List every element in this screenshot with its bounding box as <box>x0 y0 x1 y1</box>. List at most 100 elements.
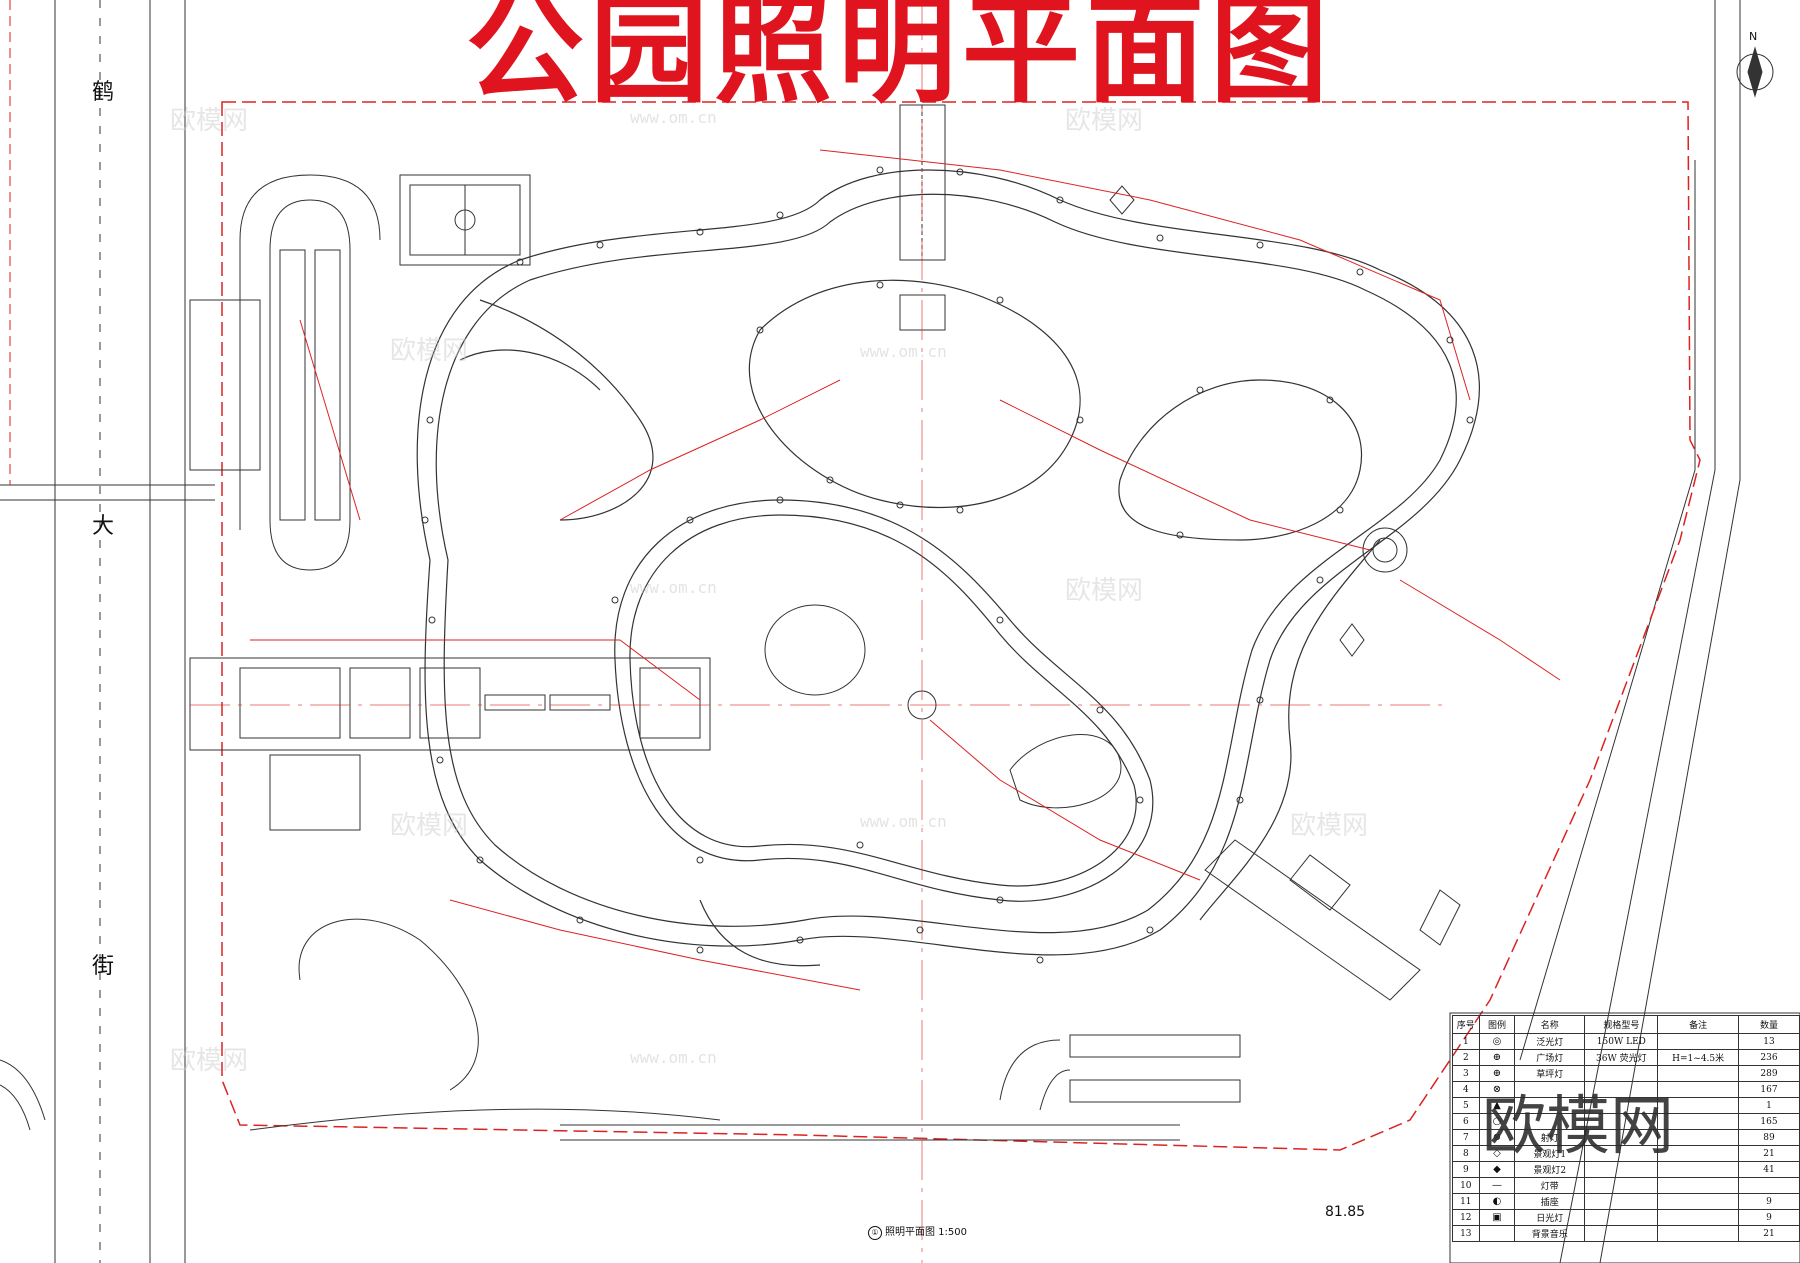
page-title: 公园照明平面图 <box>465 0 1334 119</box>
scale-caption-text: 照明平面图 1:500 <box>885 1227 967 1238</box>
legend-note <box>1657 1177 1739 1194</box>
legend-name: 灯带 <box>1514 1177 1586 1194</box>
legend-name: 背景音乐 <box>1514 1225 1586 1242</box>
legend-row: 6○165 <box>1452 1113 1800 1130</box>
scale-caption-number: ① <box>868 1226 882 1240</box>
left-street <box>0 0 215 1263</box>
legend-row: 11◐插座 9 <box>1452 1193 1800 1210</box>
legend-no: 6 <box>1452 1113 1480 1130</box>
legend-name: 日光灯 <box>1514 1209 1586 1226</box>
watermark: 欧模网 <box>170 106 249 136</box>
legend-header-name: 名称 <box>1514 1015 1586 1034</box>
legend-no: 11 <box>1452 1193 1480 1210</box>
legend-no: 5 <box>1452 1097 1480 1114</box>
legend-no: 2 <box>1452 1049 1480 1066</box>
legend-no: 3 <box>1452 1065 1480 1082</box>
watermark: 欧模网 <box>1065 106 1144 136</box>
street-label-1: 鹤 <box>92 80 115 105</box>
legend-no: 8 <box>1452 1145 1480 1162</box>
legend-symbol-icon: ▣ <box>1478 1209 1516 1226</box>
legend-qty: 9 <box>1737 1193 1800 1210</box>
legend-qty: 13 <box>1737 1033 1800 1050</box>
parking-lot-left <box>189 174 381 571</box>
legend-row: 10—灯带 <box>1452 1177 1800 1194</box>
legend-spec <box>1584 1225 1659 1242</box>
legend-name: 泛光灯 <box>1514 1033 1586 1050</box>
legend-qty: 165 <box>1737 1113 1800 1130</box>
legend-header-note: 备注 <box>1657 1015 1739 1034</box>
brand-watermark: 欧模网 <box>1482 1090 1674 1164</box>
legend-note <box>1657 1193 1739 1210</box>
legend-header-symbol: 图例 <box>1478 1015 1516 1034</box>
legend-qty: 1 <box>1737 1097 1800 1114</box>
legend-no: 13 <box>1452 1225 1480 1242</box>
basketball-court <box>399 174 531 266</box>
legend-no: 1 <box>1452 1033 1480 1050</box>
legend-symbol-icon: — <box>1478 1177 1516 1194</box>
watermark-url: www.om.cn <box>630 108 717 127</box>
legend-spec: 150W LED <box>1584 1033 1659 1050</box>
elevation-label: 81.85 <box>1325 1204 1366 1220</box>
legend-qty: 236 <box>1737 1049 1800 1066</box>
north-label: N <box>1749 30 1758 43</box>
legend-qty: 289 <box>1737 1065 1800 1082</box>
watermark-url: www.om.cn <box>630 1048 717 1067</box>
legend-note: H=1~4.5米 <box>1657 1049 1739 1066</box>
legend-qty: 41 <box>1737 1161 1800 1178</box>
legend-qty: 89 <box>1737 1129 1800 1146</box>
legend-note <box>1657 1033 1739 1050</box>
park-boundary <box>221 101 1701 1151</box>
legend-frame <box>1449 1012 1800 1263</box>
street-label-3: 街 <box>92 954 115 979</box>
legend-qty: 21 <box>1737 1225 1800 1242</box>
legend-symbol-icon: ⊕ <box>1478 1049 1516 1066</box>
legend-header-qty: 数量 <box>1737 1015 1800 1034</box>
north-arrow <box>1736 46 1774 98</box>
main-paths <box>416 169 1480 967</box>
legend-spec <box>1584 1193 1659 1210</box>
legend-qty: 9 <box>1737 1209 1800 1226</box>
southeast-entrance <box>1204 839 1461 1001</box>
legend-name: 广场灯 <box>1514 1049 1586 1066</box>
legend-symbol-icon: ◐ <box>1478 1193 1516 1210</box>
legend-spec: 36W 荧光灯 <box>1584 1049 1659 1066</box>
legend-note <box>1657 1209 1739 1226</box>
legend-symbol-icon: ◎ <box>1478 1033 1516 1050</box>
legend-header-spec: 规格型号 <box>1584 1015 1659 1034</box>
legend-no: 10 <box>1452 1177 1480 1194</box>
lighting-circuits <box>190 0 1561 1263</box>
watermark: 欧模网 <box>390 811 469 841</box>
watermark: 欧模网 <box>1065 576 1144 606</box>
legend-no: 7 <box>1452 1129 1480 1146</box>
legend-no: 4 <box>1452 1081 1480 1098</box>
watermark: 欧模网 <box>170 1046 249 1076</box>
plazas <box>764 185 1408 809</box>
legend-name: 插座 <box>1514 1193 1586 1210</box>
legend-row: 12▣日光灯 9 <box>1452 1209 1800 1226</box>
legend-row: 5▲1 <box>1452 1097 1800 1114</box>
legend-symbol-icon <box>1478 1225 1516 1242</box>
street-label-2: 大 <box>92 514 115 539</box>
central-axis-terrace <box>189 657 711 831</box>
legend-row: 13 背景音乐 21 <box>1452 1225 1800 1242</box>
watermark: 欧模网 <box>1290 811 1369 841</box>
legend-qty: 167 <box>1737 1081 1800 1098</box>
legend-qty: 21 <box>1737 1145 1800 1162</box>
watermark-url: www.om.cn <box>860 812 947 831</box>
legend-spec <box>1584 1209 1659 1226</box>
light-fixtures <box>421 166 1474 964</box>
parking-lot-south <box>999 1034 1241 1111</box>
legend-header-row: 序号 图例 名称 规格型号 备注 数量 <box>1452 1015 1800 1034</box>
legend-no: 9 <box>1452 1161 1480 1178</box>
legend-header-no: 序号 <box>1452 1015 1480 1034</box>
watermark-url: www.om.cn <box>860 342 947 361</box>
watermark: 欧模网 <box>390 336 469 366</box>
legend-row: 4⊗167 <box>1452 1081 1800 1098</box>
legend-no: 12 <box>1452 1209 1480 1226</box>
